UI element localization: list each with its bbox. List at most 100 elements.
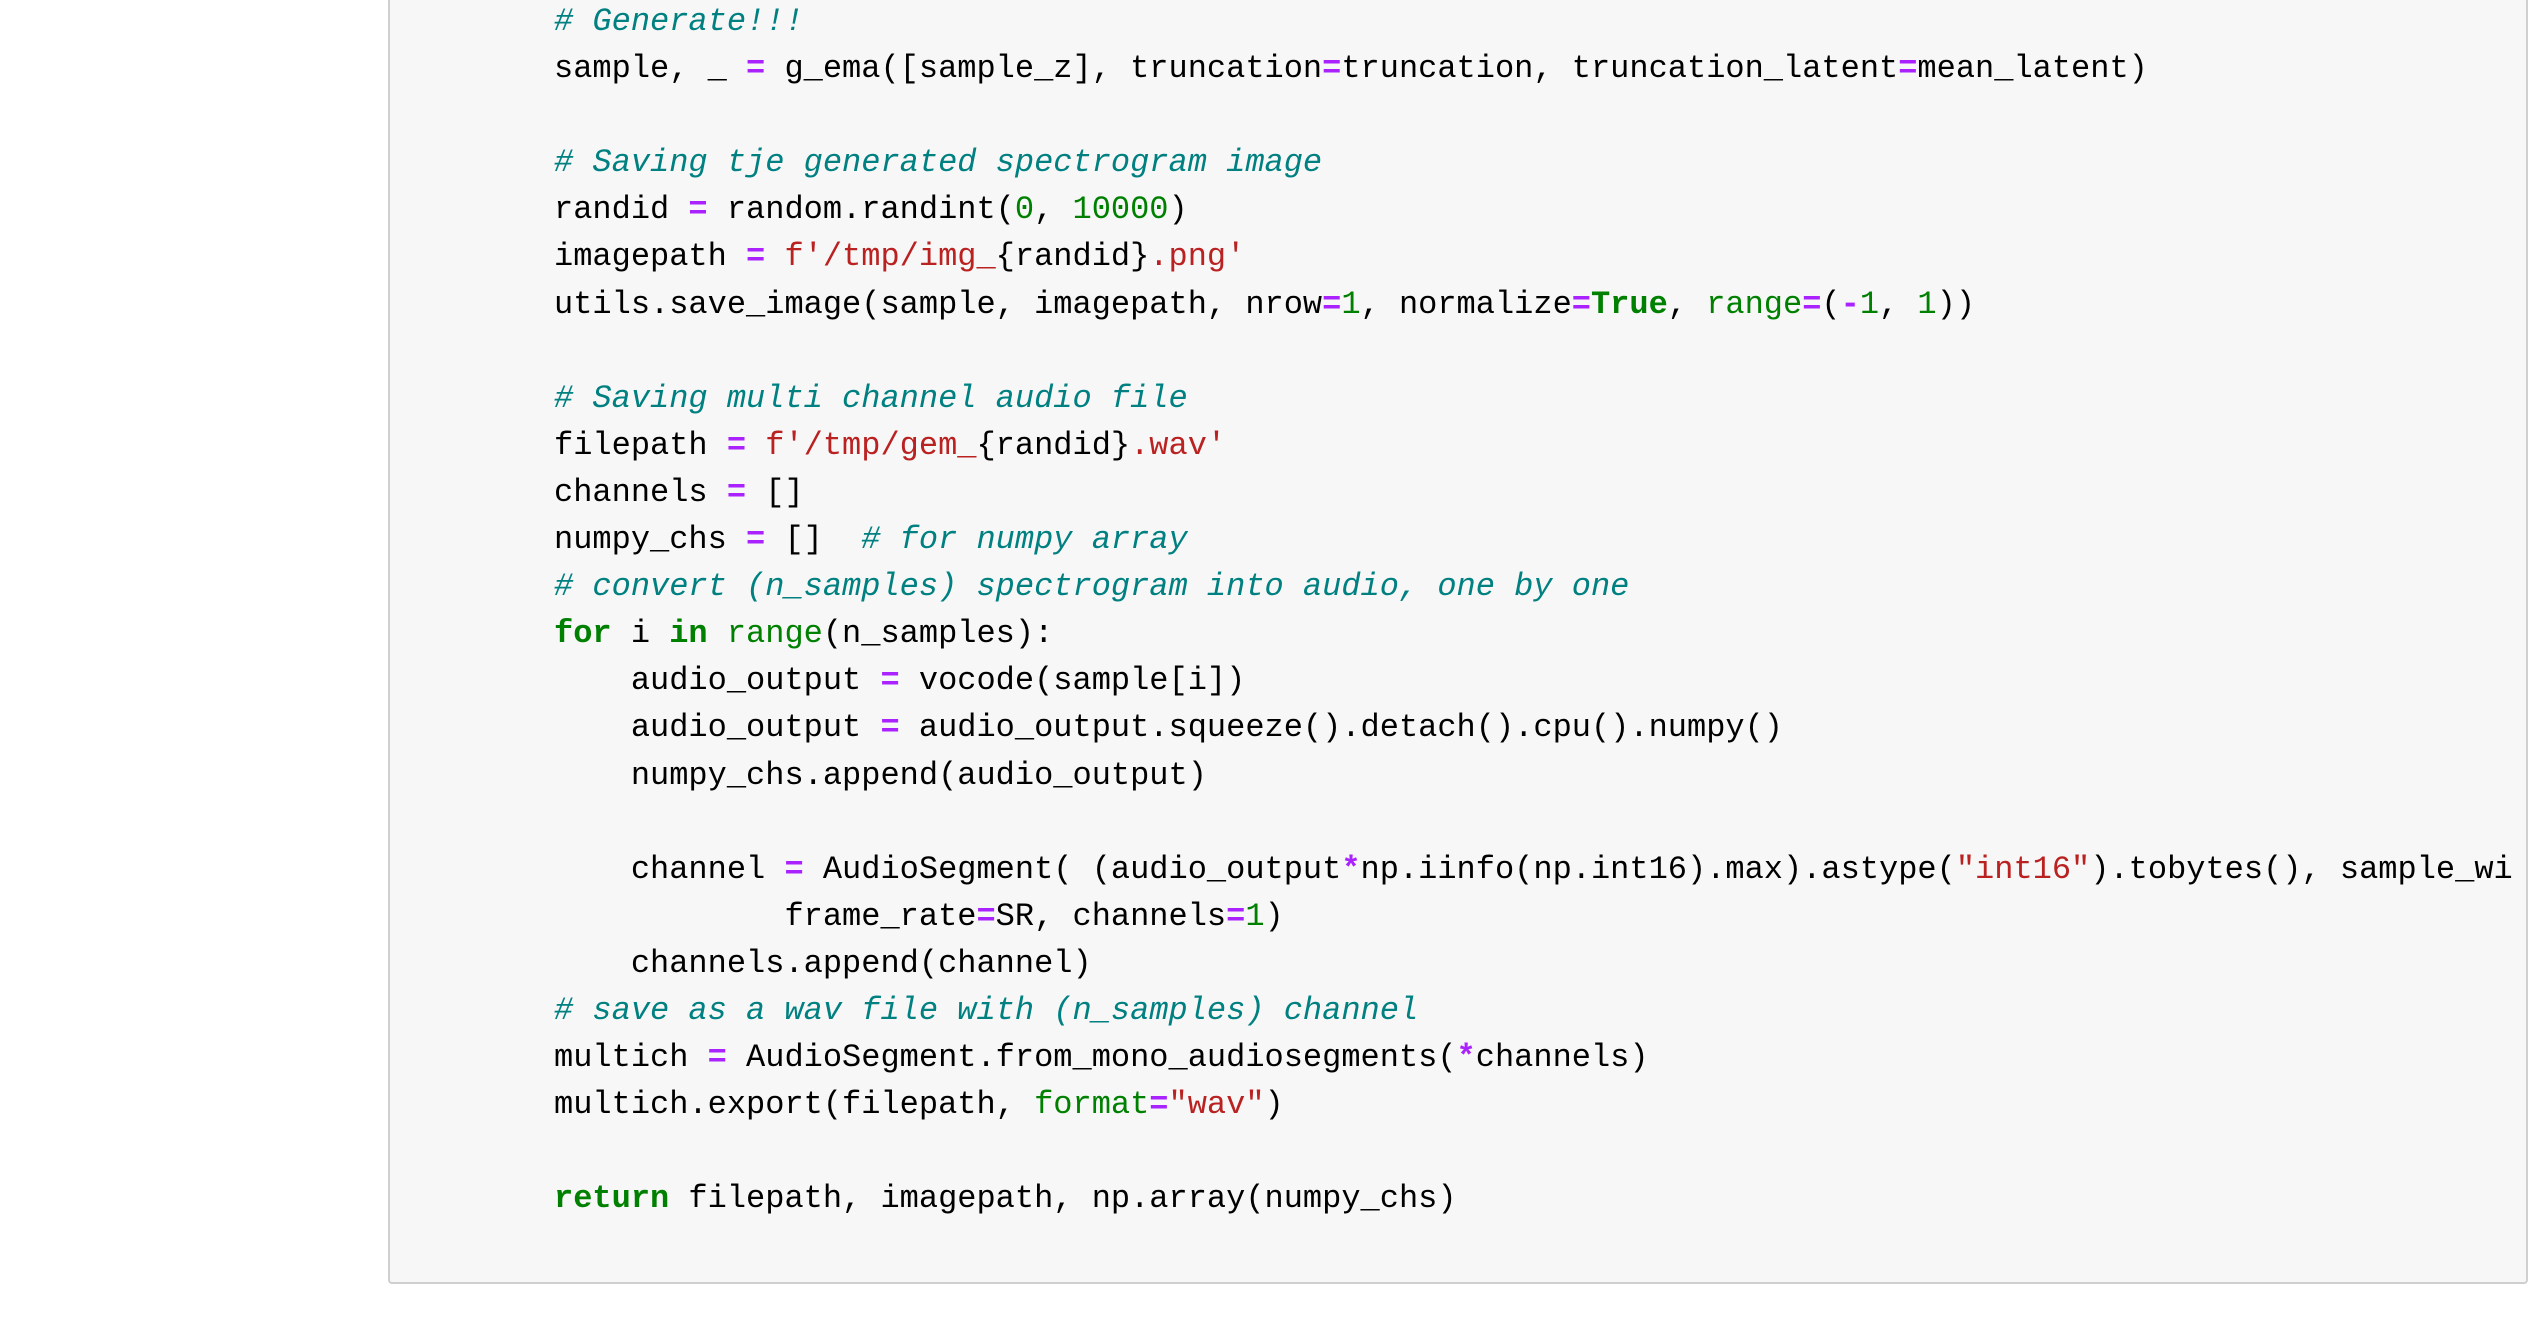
operator: = [880, 662, 900, 700]
code-text: {randid} [976, 426, 1131, 464]
code-text [765, 238, 784, 275]
operator: = [1571, 285, 1591, 323]
code-text: [] [765, 521, 862, 559]
operator: = [1322, 285, 1342, 323]
code-text: , [1879, 285, 1918, 323]
operator: = [707, 1039, 727, 1077]
code-text: channels [554, 473, 727, 511]
code-line: channels = [] [554, 469, 2513, 516]
operator: = [784, 850, 804, 888]
code-line: numpy_chs.append(audio_output) [554, 752, 2513, 799]
operator: * [1456, 1039, 1476, 1077]
comment: # for numpy array [861, 521, 1188, 559]
code-text: [] [746, 473, 804, 511]
code-line: multich = AudioSegment.from_mono_audiose… [554, 1034, 2513, 1081]
code-line: imagepath = f'/tmp/img_{randid}.png' [554, 233, 2513, 280]
code-text: utils.save_image(sample, imagepath, nrow [554, 285, 1323, 323]
code-text: filepath [554, 426, 727, 464]
code-line: utils.save_image(sample, imagepath, nrow… [554, 281, 2513, 328]
code-text: channels) [1475, 1039, 1649, 1077]
keyword: for [554, 615, 612, 653]
code-text: imagepath [554, 238, 747, 276]
operator: = [1898, 50, 1918, 88]
code-text: random.randint( [707, 191, 1015, 229]
comment: # Generate!!! [554, 3, 804, 40]
code-text: truncation, truncation_latent [1341, 50, 1899, 88]
code-line: # save as a wav file with (n_samples) ch… [554, 987, 2513, 1034]
number-literal: 10000 [1072, 191, 1169, 229]
code-line [554, 1128, 2513, 1175]
operator: = [1322, 50, 1342, 88]
code-line: numpy_chs = [] # for numpy array [554, 516, 2513, 563]
operator: = [1802, 285, 1822, 323]
operator: = [746, 521, 766, 559]
code-text: )) [1936, 285, 1976, 323]
comment: # convert (n_samples) spectrogram into a… [554, 568, 1630, 606]
code-line: channels.append(channel) [554, 940, 2513, 987]
operator: = [746, 50, 766, 88]
code-line: sample, _ = g_ema([sample_z], truncation… [554, 45, 2513, 92]
code-text: np.iinfo(np.int16).max).astype( [1360, 850, 1956, 888]
code-text: mean_latent) [1917, 50, 2148, 88]
operator: = [1149, 1086, 1169, 1124]
comment: # save as a wav file with (n_samples) ch… [554, 991, 1419, 1029]
code-text: AudioSegment.from_mono_audiosegments( [726, 1039, 1457, 1077]
keyword: in [669, 615, 708, 653]
code-text: AudioSegment( (audio_output [803, 850, 1342, 888]
code-text: vocode(sample[i]) [899, 662, 1246, 700]
code-text: , normalize [1360, 285, 1572, 323]
code-line: audio_output = audio_output.squeeze().de… [554, 704, 2513, 751]
string-literal: f'/tmp/img_ [784, 238, 996, 276]
comment: # Saving tje generated spectrogram image [554, 144, 1323, 182]
code-text: (n_samples): [822, 615, 1054, 653]
code-line [554, 799, 2513, 846]
code-line [554, 328, 2513, 375]
code-line: filepath = f'/tmp/gem_{randid}.wav' [554, 422, 2513, 469]
code-line: return filepath, imagepath, np.array(num… [554, 1175, 2513, 1222]
number-literal: 0 [1014, 191, 1035, 229]
code-text: numpy_chs.append(audio_output) [554, 756, 1207, 794]
code-text: i [611, 615, 670, 653]
code-line: # Saving multi channel audio file [554, 375, 2513, 422]
operator: = [726, 426, 747, 464]
operator: = [746, 238, 766, 276]
code-text: audio_output [554, 662, 881, 700]
code-text: numpy_chs [554, 521, 747, 559]
code-line: channel = AudioSegment( (audio_output*np… [554, 846, 2513, 893]
code-text: randid [554, 191, 689, 229]
number-literal: 1 [1341, 285, 1361, 323]
operator: = [1226, 897, 1246, 935]
code-text: ) [1264, 897, 1284, 935]
code-line [554, 92, 2513, 139]
code-text: g_ema([sample_z], truncation [765, 50, 1323, 88]
code-line: frame_rate=SR, channels=1) [554, 893, 2513, 940]
code-line: # Generate!!! [554, 0, 2513, 45]
number-literal: 1 [1859, 285, 1880, 323]
operator: = [726, 473, 747, 511]
string-literal: .wav' [1130, 426, 1227, 464]
string-literal: .png' [1149, 238, 1246, 276]
code-line: # convert (n_samples) spectrogram into a… [554, 563, 2513, 610]
code-cell[interactable]: # Generate!!! sample, _ = g_ema([sample_z… [388, 0, 2528, 1284]
code-text: , [1667, 285, 1707, 323]
code-line: randid = random.randint(0, 10000) [554, 186, 2513, 233]
builtin: range [1706, 285, 1803, 323]
code-text: ( [1821, 285, 1841, 323]
code-line: multich.export(filepath, format="wav") [554, 1081, 2513, 1128]
code-line: audio_output = vocode(sample[i]) [554, 657, 2513, 704]
code-text: frame_rate [554, 897, 977, 935]
code-text [746, 427, 765, 464]
builtin: range [726, 615, 823, 653]
string-literal: "wav" [1168, 1086, 1265, 1124]
number-literal: 1 [1245, 897, 1265, 935]
code-editor[interactable]: # Generate!!! sample, _ = g_ema([sample_z… [554, 0, 2513, 1222]
string-literal: f'/tmp/gem_ [765, 426, 977, 464]
code-line: for i in range(n_samples): [554, 610, 2513, 657]
operator: * [1341, 850, 1361, 888]
code-text: filepath, imagepath, np.array(numpy_chs) [669, 1180, 1457, 1218]
code-text: audio_output.squeeze().detach().cpu().nu… [899, 709, 1783, 747]
code-text: ).tobytes(), sample_wi [2090, 850, 2513, 888]
number-literal: 1 [1917, 285, 1937, 323]
code-text: sample, _ [554, 50, 747, 88]
code-text: multich [554, 1039, 708, 1077]
